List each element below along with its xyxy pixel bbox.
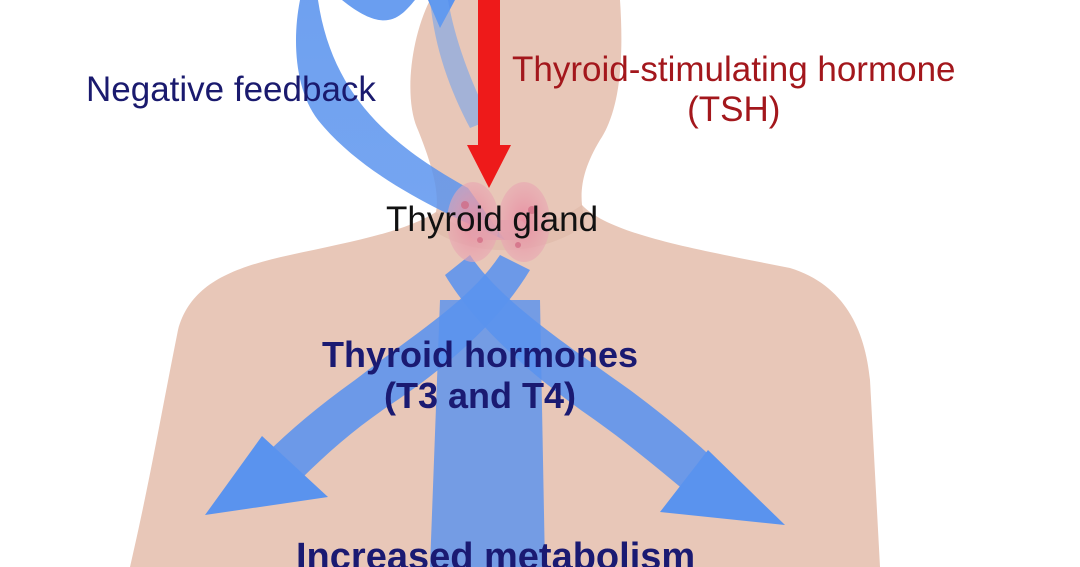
tsh-label-line2: (TSH) <box>687 90 781 130</box>
left-output-arrowhead <box>205 436 328 515</box>
negative-feedback-label: Negative feedback <box>86 70 376 109</box>
increased-metabolism-label: Increased metabolism <box>296 536 696 567</box>
thyroid-gland-shape <box>447 182 550 262</box>
hormone-stream-center <box>430 300 545 567</box>
thyroid-hormones-line1: Thyroid hormones <box>322 334 639 375</box>
thyroid-gland-label: Thyroid gland <box>386 200 599 239</box>
feedback-loop-arrow <box>295 0 505 240</box>
tsh-label-line1: Thyroid-stimulating hormone <box>512 50 956 89</box>
tsh-label: Thyroid-stimulating hormone (TSH) <box>512 50 956 131</box>
thyroid-hormones-line2: (T3 and T4) <box>384 375 577 417</box>
tsh-arrow <box>467 0 511 188</box>
thyroid-hormones-label: Thyroid hormones (T3 and T4) <box>322 334 638 417</box>
right-output-arrowhead <box>660 450 785 525</box>
